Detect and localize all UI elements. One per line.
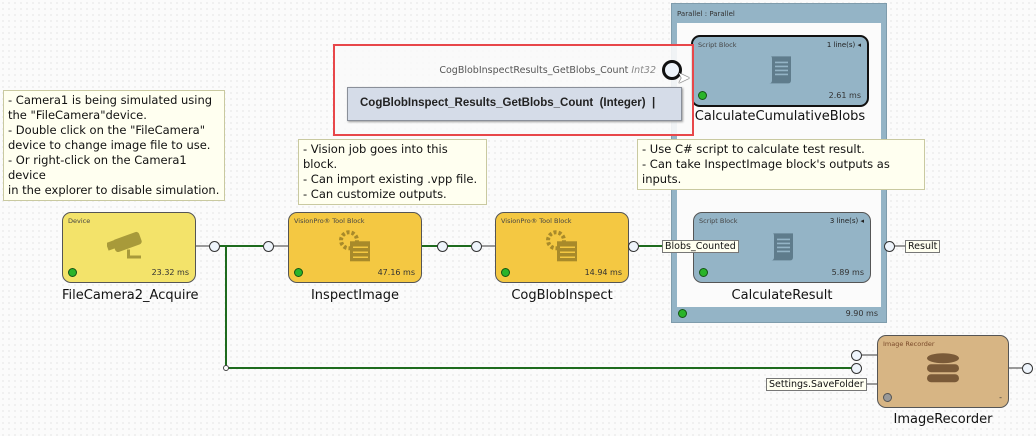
port-acquire-out[interactable] <box>209 241 220 252</box>
script-icon <box>771 232 793 260</box>
line-count-text: 3 line(s) <box>829 217 859 225</box>
script-icon <box>769 56 791 84</box>
status-led <box>698 91 707 100</box>
note-line: - Use C# script to calculate test result… <box>642 142 865 156</box>
input-tag-blobs-counted[interactable]: Blobs_Counted <box>662 240 739 253</box>
note-line: in the explorer to disable simulation. <box>8 183 220 197</box>
port-recorder-out[interactable] <box>1022 363 1033 374</box>
note-line: device to change image file to use. <box>8 138 211 152</box>
block-image-recorder[interactable]: Image Recorder - <box>877 335 1009 408</box>
block-label: CalculateCumulativeBlobs <box>694 109 866 124</box>
status-led <box>294 268 303 277</box>
note-script: - Use C# script to calculate test result… <box>637 139 925 190</box>
toolblock-gear-icon <box>546 229 577 261</box>
block-label: FileCamera2_Acquire <box>62 288 199 303</box>
camera-icon <box>107 231 142 258</box>
database-icon <box>927 352 959 382</box>
port-popup-highlight: CogBlobInspectResults_GetBlobs_Count Int… <box>333 44 694 136</box>
note-vision-job: - Vision job goes into this block.- Can … <box>298 139 487 205</box>
port-name-input[interactable]: CogBlobInspect_Results_GetBlobs_Count (I… <box>347 87 682 121</box>
port-recorder-in-2[interactable] <box>851 363 862 374</box>
note-line: - Vision job goes into this block. <box>303 142 448 171</box>
block-label: CalculateResult <box>731 288 833 303</box>
port-inspect-out[interactable] <box>437 241 448 252</box>
port-recorder-in-1[interactable] <box>851 350 862 361</box>
block-type: Script Block <box>699 217 738 225</box>
block-time: 23.32 ms <box>151 268 189 277</box>
block-calculate-cumulative-blobs[interactable]: Script Block 1 line(s) ◂ 2.61 ms <box>691 35 869 107</box>
input-tag-save-folder[interactable]: Settings.SaveFolder <box>766 378 867 391</box>
block-type: VisionPro® Tool Block <box>294 217 365 225</box>
block-type: VisionPro® Tool Block <box>501 217 572 225</box>
block-time: - <box>999 393 1002 402</box>
status-led <box>883 393 892 402</box>
block-label: CogBlobInspect <box>511 288 613 303</box>
port-blob-out[interactable] <box>628 241 639 252</box>
block-cog-blob-inspect[interactable]: VisionPro® Tool Block 14.94 ms <box>495 212 629 283</box>
port-result-out[interactable] <box>884 241 895 252</box>
note-line: - Double click on the "FileCamera" <box>8 123 206 137</box>
block-type: Image Recorder <box>883 340 935 348</box>
toolblock-gear-icon <box>339 229 370 261</box>
note-line: - Can customize outputs. <box>303 187 447 201</box>
status-led <box>501 268 510 277</box>
mouse-cursor-icon: ➤ <box>677 68 691 87</box>
line-count: 1 line(s) ◂ <box>826 41 861 49</box>
status-led <box>699 268 708 277</box>
note-line: - Can take InspectImage block's outputs … <box>642 157 890 186</box>
block-filecamera2-acquire[interactable]: Device 23.32 ms <box>62 212 196 283</box>
output-tag-result[interactable]: Result <box>905 240 941 253</box>
block-time: 47.16 ms <box>377 268 415 277</box>
port-name: CogBlobInspectResults_GetBlobs_Count <box>439 65 629 76</box>
line-count-text: 1 line(s) <box>826 41 856 49</box>
note-line: the "FileCamera"device. <box>8 108 147 122</box>
port-inspect-in[interactable] <box>263 241 274 252</box>
port-info: CogBlobInspectResults_GetBlobs_Count Int… <box>439 65 656 76</box>
note-line: - Can import existing .vpp file. <box>303 172 478 186</box>
parallel-time: 9.90 ms <box>845 309 878 318</box>
parallel-title: Parallel : Parallel <box>677 10 735 18</box>
block-inspect-image[interactable]: VisionPro® Tool Block 47.16 ms <box>288 212 422 283</box>
block-label: InspectImage <box>310 288 400 303</box>
line-count: 3 line(s) ◂ <box>829 217 864 225</box>
port-blob-in[interactable] <box>471 241 482 252</box>
note-line: - Camera1 is being simulated using <box>8 93 213 107</box>
output-port-selected[interactable] <box>662 60 682 80</box>
note-line: - Or right-click on the Camera1 device <box>8 153 187 182</box>
block-time: 2.61 ms <box>828 91 861 100</box>
block-time: 5.89 ms <box>831 268 864 277</box>
status-led <box>68 268 77 277</box>
port-type: Int32 <box>631 65 656 76</box>
block-time: 14.94 ms <box>584 268 622 277</box>
block-label: ImageRecorder <box>893 412 993 427</box>
block-type: Script Block <box>698 41 737 49</box>
block-type: Device <box>68 217 91 225</box>
status-led <box>678 309 687 318</box>
